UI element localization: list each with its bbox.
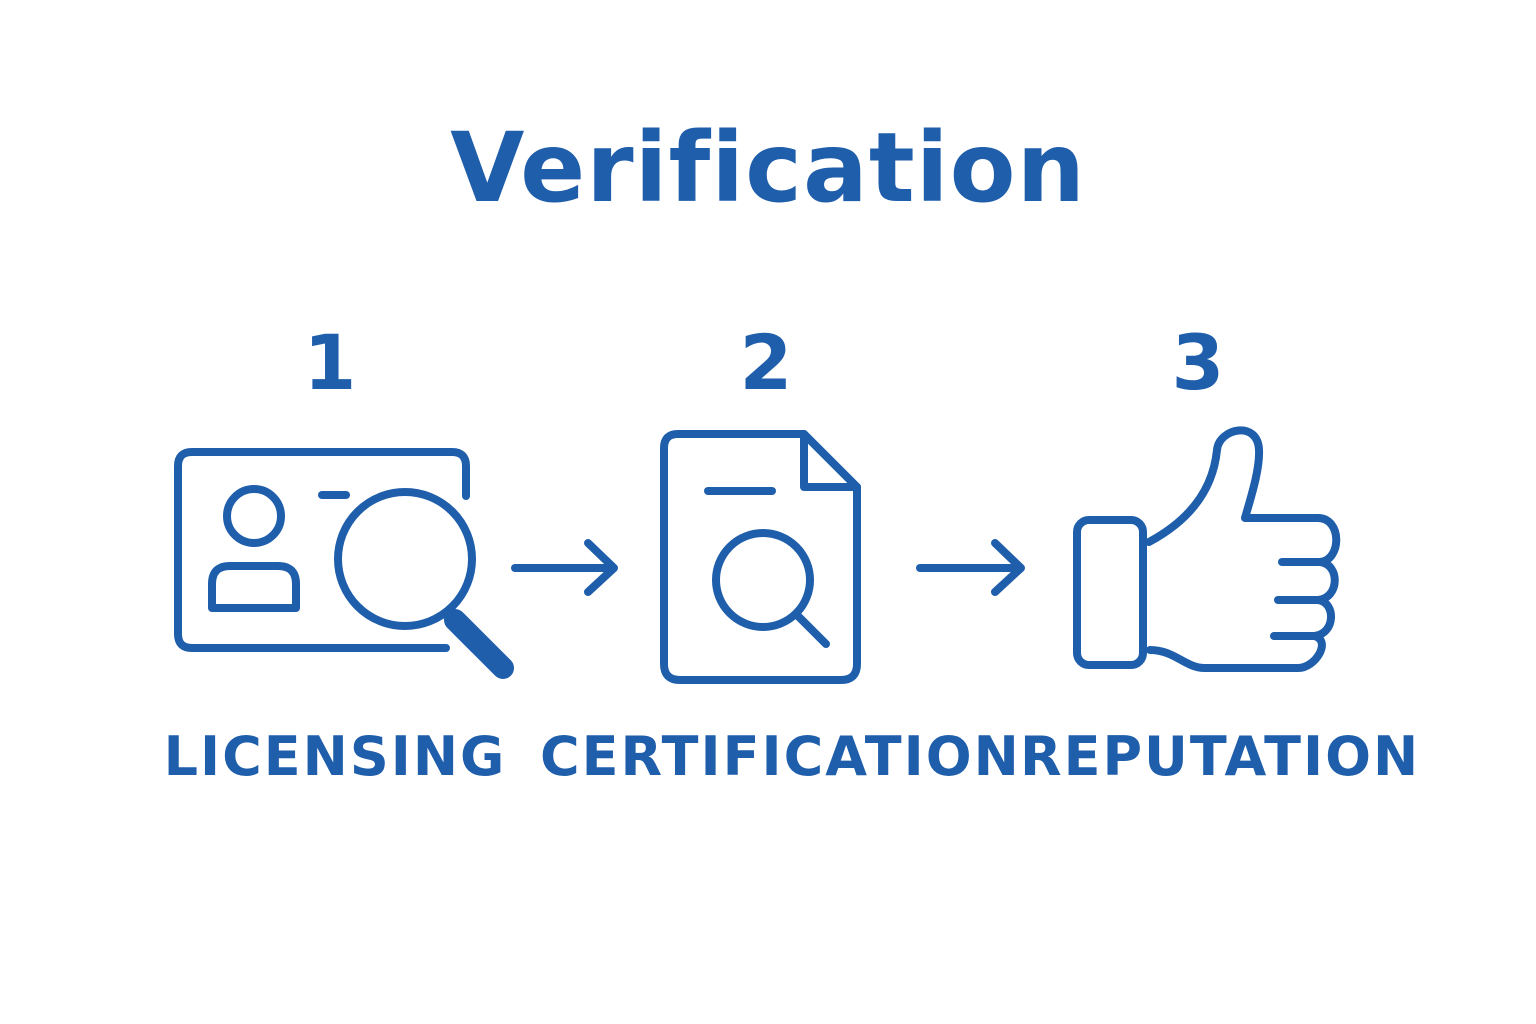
step-number-3: 3 xyxy=(1171,318,1225,407)
id-card-search-icon xyxy=(174,448,514,679)
step-label-reputation: REPUTATION xyxy=(1020,725,1421,788)
step-number-2: 2 xyxy=(739,318,793,407)
document-search-icon xyxy=(660,430,861,684)
step-number-1: 1 xyxy=(303,318,357,407)
arrow-right-icon xyxy=(511,539,618,596)
thumbs-up-icon xyxy=(1073,426,1341,672)
page-title: Verification xyxy=(450,112,1086,224)
step-label-licensing: LICENSING xyxy=(163,725,507,788)
arrow-right-icon xyxy=(916,539,1025,596)
step-label-certification: CERTIFICATION xyxy=(540,725,1021,788)
